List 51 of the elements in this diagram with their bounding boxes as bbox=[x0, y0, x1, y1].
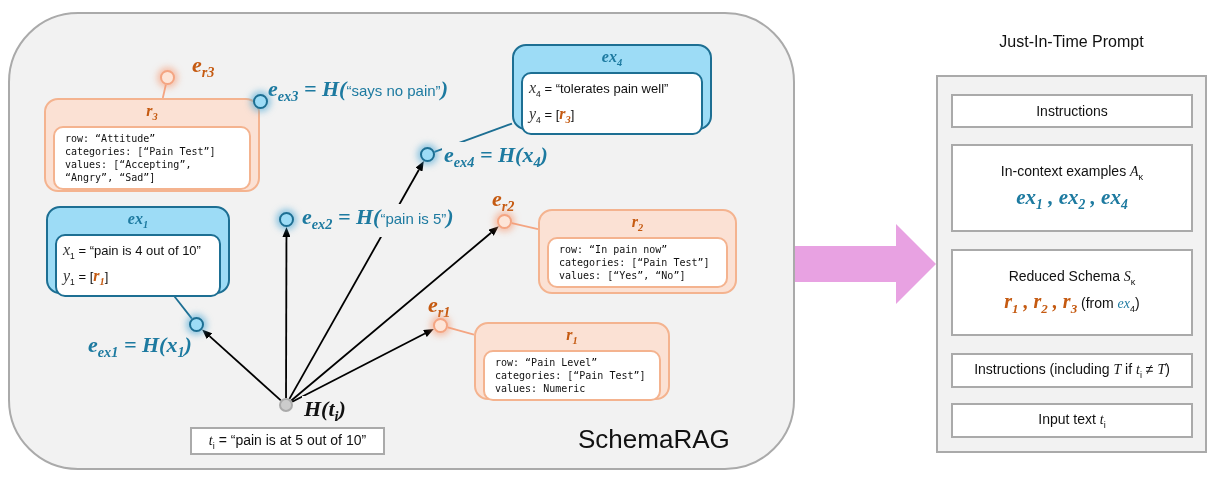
arrow bbox=[282, 227, 291, 399]
panel-title: Just-In-Time Prompt bbox=[998, 33, 1145, 51]
section-items: ex$_{1}$ , ex$_{2}$ , ex$_{4}$ bbox=[1016, 185, 1128, 214]
input-text-box: t$_{i}$ = “pain is at 5 out of 10” bbox=[190, 427, 385, 455]
code-line: row: “In pain now” bbox=[559, 243, 669, 257]
prompt-section: Instructions bbox=[951, 94, 1193, 128]
leader-line bbox=[510, 222, 539, 230]
schema-card bbox=[474, 322, 670, 400]
prompt-section bbox=[951, 249, 1193, 336]
arrow bbox=[288, 161, 424, 400]
code-line: row: “Attitude” bbox=[65, 132, 157, 146]
card-title: r$_{1}$ bbox=[565, 326, 579, 349]
formula-line: y$_{4}$ = [r$_{3}$] bbox=[529, 103, 576, 127]
code-line: values: [“Accepting”, “Angry”, “Sad”] bbox=[65, 158, 193, 185]
method-panel bbox=[8, 12, 795, 470]
arrow bbox=[291, 328, 434, 403]
formula-line: x$_{1}$ = “pain is 4 out of 10” bbox=[63, 240, 202, 263]
section-items: r$_{1}$ , r$_{2}$ , r$_{3}$ (from ex$_{4}$) bbox=[1004, 290, 1140, 318]
section-heading: Reduced Schema S$_{κ}$ bbox=[1008, 267, 1136, 287]
card-title: r$_{3}$ bbox=[145, 102, 159, 125]
leader-line bbox=[433, 122, 513, 153]
code-line: values: [“Yes”, “No”] bbox=[559, 269, 687, 283]
section-heading: In-context examples A$_{κ}$ bbox=[1000, 162, 1144, 182]
formula-line: x$_{4}$ = “tolerates pain well” bbox=[529, 78, 670, 101]
code-line: values: Numeric bbox=[495, 382, 587, 396]
leader-line bbox=[161, 83, 167, 99]
embedding-point bbox=[420, 147, 435, 162]
schema-card bbox=[538, 209, 737, 294]
embedding-point bbox=[279, 398, 293, 412]
code-line: categories: [“Pain Test”] bbox=[65, 145, 217, 159]
point-label: e$_{ex2}$ = H(“pain is 5”) bbox=[300, 204, 456, 238]
prompt-section bbox=[951, 144, 1193, 232]
embedding-point bbox=[189, 317, 204, 332]
card-title: ex$_{4}$ bbox=[600, 48, 624, 71]
card-title: ex$_{1}$ bbox=[126, 210, 150, 233]
prompt-section: Instructions (including T if t$_{i}$ ≠ T) bbox=[951, 353, 1193, 388]
code-line: categories: [“Pain Test”] bbox=[495, 369, 647, 383]
code-line: categories: [“Pain Test”] bbox=[559, 256, 711, 270]
block-arrow bbox=[795, 224, 936, 304]
panel-title: SchemaRAG bbox=[578, 424, 730, 455]
code-line: row: “Pain Level” bbox=[495, 356, 599, 370]
example-card bbox=[46, 206, 230, 294]
formula-line: y$_{1}$ = [r$_{1}$] bbox=[63, 265, 110, 289]
schema-card bbox=[44, 98, 260, 192]
embedding-point bbox=[160, 70, 175, 85]
card-title: r$_{2}$ bbox=[630, 213, 645, 236]
arrow bbox=[290, 226, 499, 402]
prompt-section: Input text t$_{i}$ bbox=[951, 403, 1193, 438]
arrow bbox=[202, 329, 282, 402]
embedding-point bbox=[279, 212, 294, 227]
leader-line bbox=[446, 326, 475, 336]
